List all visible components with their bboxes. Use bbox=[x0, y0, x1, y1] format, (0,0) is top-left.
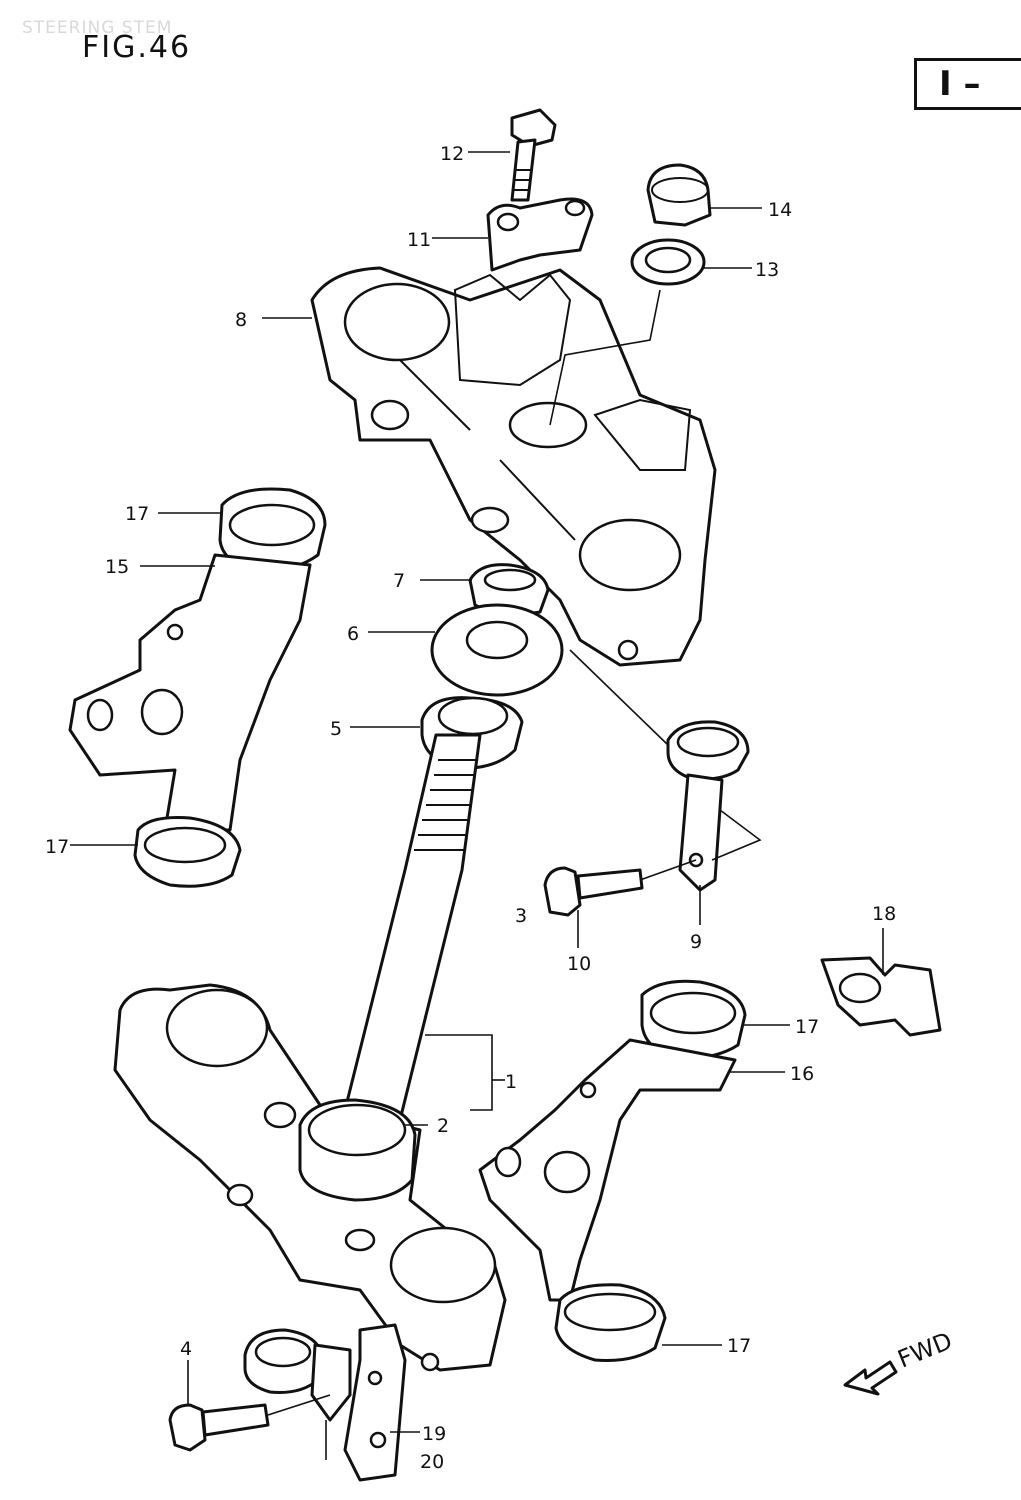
callout-6: 6 bbox=[347, 623, 359, 645]
callout-17-lower-right: 17 bbox=[727, 1335, 751, 1357]
callout-5: 5 bbox=[330, 718, 342, 740]
lower-clamp bbox=[243, 1323, 407, 1482]
callout-17-upper-right: 17 bbox=[795, 1016, 819, 1038]
callout-14: 14 bbox=[768, 199, 792, 221]
fwd-arrow-icon bbox=[843, 1360, 898, 1396]
callout-7: 7 bbox=[393, 570, 405, 592]
fwd-label: FWD bbox=[894, 1327, 956, 1374]
callout-12: 12 bbox=[440, 143, 464, 165]
callout-11: 11 bbox=[407, 229, 431, 251]
section-marker: I – bbox=[914, 58, 1021, 110]
steering-stem bbox=[343, 733, 482, 1122]
brake-hose-clamp bbox=[666, 720, 750, 892]
callout-18: 18 bbox=[872, 903, 896, 925]
handlebar-clamp bbox=[486, 197, 594, 272]
left-headlight-bracket bbox=[68, 487, 327, 888]
right-headlight-bracket bbox=[478, 979, 747, 1362]
watermark-text: STEERING STEM bbox=[22, 18, 173, 38]
stem-washer bbox=[430, 603, 564, 697]
callout-2: 2 bbox=[437, 1115, 449, 1137]
cap-nut bbox=[646, 163, 712, 227]
callout-8: 8 bbox=[235, 309, 247, 331]
callout-labels: 12 11 14 13 8 17 15 7 6 5 17 3 10 9 18 1… bbox=[45, 143, 896, 1473]
callout-13: 13 bbox=[755, 259, 779, 281]
callout-15: 15 bbox=[105, 556, 129, 578]
figure-title: FIG.46 bbox=[82, 30, 192, 65]
callout-19: 19 bbox=[422, 1423, 446, 1445]
forward-direction-indicator: FWD bbox=[843, 1327, 956, 1396]
ignition-switch bbox=[820, 956, 942, 1037]
lower-bracket bbox=[113, 983, 507, 1372]
callout-16: 16 bbox=[790, 1063, 814, 1085]
leader-lines bbox=[70, 151, 884, 1460]
callout-4: 4 bbox=[180, 1338, 192, 1360]
clamp-bolt-10 bbox=[543, 866, 644, 917]
callout-10: 10 bbox=[567, 953, 591, 975]
clamp-bolt bbox=[510, 108, 557, 202]
callout-1: 1 bbox=[505, 1071, 517, 1093]
callout-20: 20 bbox=[420, 1451, 444, 1473]
washer bbox=[630, 238, 706, 286]
callout-17-upper-left: 17 bbox=[125, 503, 149, 525]
stem-nut bbox=[468, 563, 550, 620]
callout-17-lower-left: 17 bbox=[45, 836, 69, 858]
upper-bracket bbox=[310, 266, 717, 667]
callout-9: 9 bbox=[690, 931, 702, 953]
callout-3: 3 bbox=[515, 905, 527, 927]
pinch-bolt bbox=[168, 1403, 270, 1452]
